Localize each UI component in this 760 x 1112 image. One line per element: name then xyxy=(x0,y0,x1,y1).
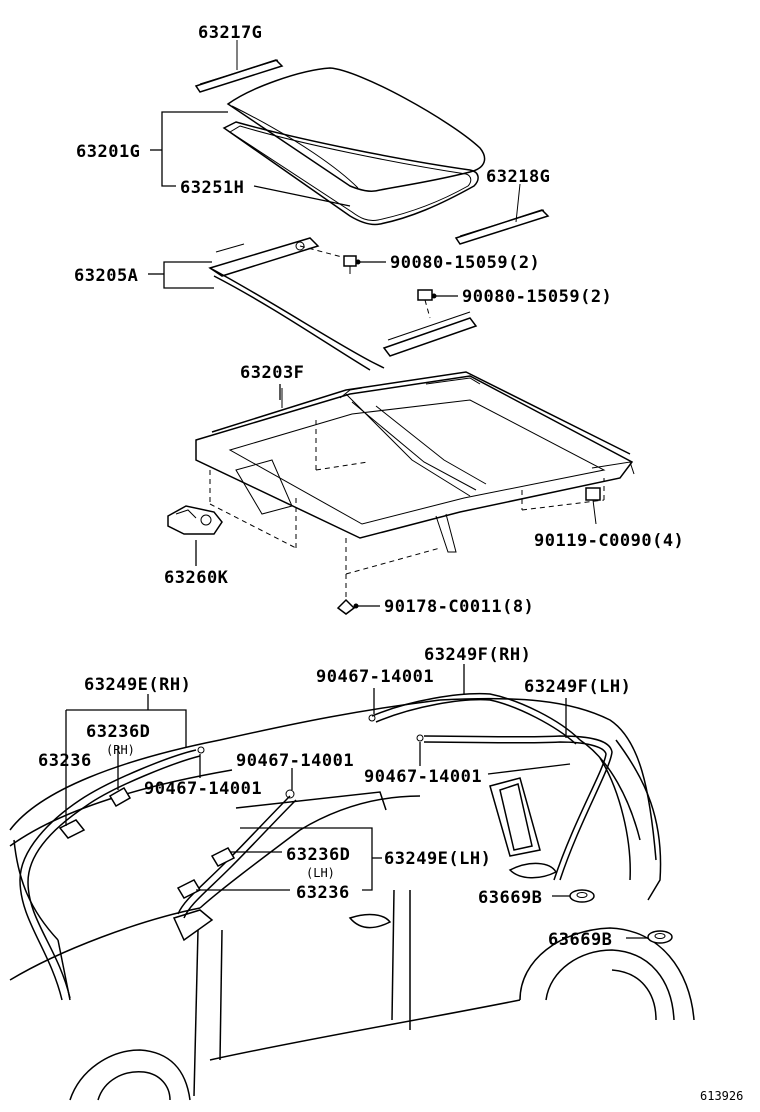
label-63205A: 63205A xyxy=(74,266,138,286)
part-63236D-clamp-lh xyxy=(210,847,236,867)
label-63249E-LH: 63249E(LH) xyxy=(384,849,491,869)
part-63251H-weatherstrip xyxy=(222,121,479,226)
label-90467-mid: 90467-14001 xyxy=(236,751,354,771)
label-90080-b: 90080-15059(2) xyxy=(462,287,612,307)
part-90080-screw-b xyxy=(417,289,433,319)
label-63236-left: 63236 xyxy=(38,751,92,771)
label-63201G: 63201G xyxy=(76,142,140,162)
drain-hose-63249F-LH xyxy=(423,735,613,881)
label-lh: (LH) xyxy=(306,866,335,880)
drain-hose-63249F-RH xyxy=(371,692,641,841)
label-90467-right: 90467-14001 xyxy=(364,767,482,787)
label-63203F: 63203F xyxy=(240,363,304,383)
label-63251H: 63251H xyxy=(180,178,244,198)
part-63205A-frame xyxy=(208,237,478,371)
part-63669B-grommet-b xyxy=(647,930,673,944)
label-90178: 90178-C0011(8) xyxy=(384,597,534,617)
part-63201G-glass xyxy=(226,67,486,192)
part-63236-clamp-left xyxy=(58,819,86,839)
label-90467-top: 90467-14001 xyxy=(316,667,434,687)
drain-hose-63249E-LH xyxy=(177,795,297,919)
label-63236-mid: 63236 xyxy=(296,883,350,903)
part-90467-clip-top xyxy=(368,714,376,722)
part-63236D-clamp-rh xyxy=(108,786,132,808)
label-63249F-RH: 63249F(RH) xyxy=(424,645,531,665)
label-90080-a: 90080-15059(2) xyxy=(390,253,540,273)
label-63217G: 63217G xyxy=(198,23,262,43)
part-63669B-grommet-a xyxy=(569,889,595,903)
label-63236D-lh: 63236D xyxy=(286,845,350,865)
part-63236-clamp-mid xyxy=(176,879,202,899)
label-63236D-rh: 63236D xyxy=(86,722,150,742)
label-63249E-RH: 63249E(RH) xyxy=(84,675,191,695)
label-63249F-LH: 63249F(LH) xyxy=(524,677,631,697)
leader-lines xyxy=(65,111,648,939)
label-63669B-a: 63669B xyxy=(478,888,542,908)
label-63218G: 63218G xyxy=(486,167,550,187)
part-90178-clip xyxy=(336,598,356,615)
part-90467-clip-mid xyxy=(285,789,295,799)
part-63218G-strip xyxy=(454,183,550,245)
figure-id: 613926 xyxy=(700,1089,743,1103)
part-63203F-housing xyxy=(195,371,635,600)
label-63669B-b: 63669B xyxy=(548,930,612,950)
drain-hose-63249E-RH xyxy=(19,749,201,1001)
part-90467-clip-left xyxy=(197,746,205,754)
part-90119-bolt xyxy=(585,487,601,525)
part-90080-screw-a xyxy=(343,255,357,274)
part-63217G-strip xyxy=(194,40,284,93)
label-rh: (RH) xyxy=(106,743,135,757)
part-63260K-motor xyxy=(167,505,223,535)
part-90467-clip-right xyxy=(416,734,424,742)
label-63260K: 63260K xyxy=(164,568,229,588)
label-90119: 90119-C0090(4) xyxy=(534,531,684,551)
label-90467-left: 90467-14001 xyxy=(144,779,262,799)
